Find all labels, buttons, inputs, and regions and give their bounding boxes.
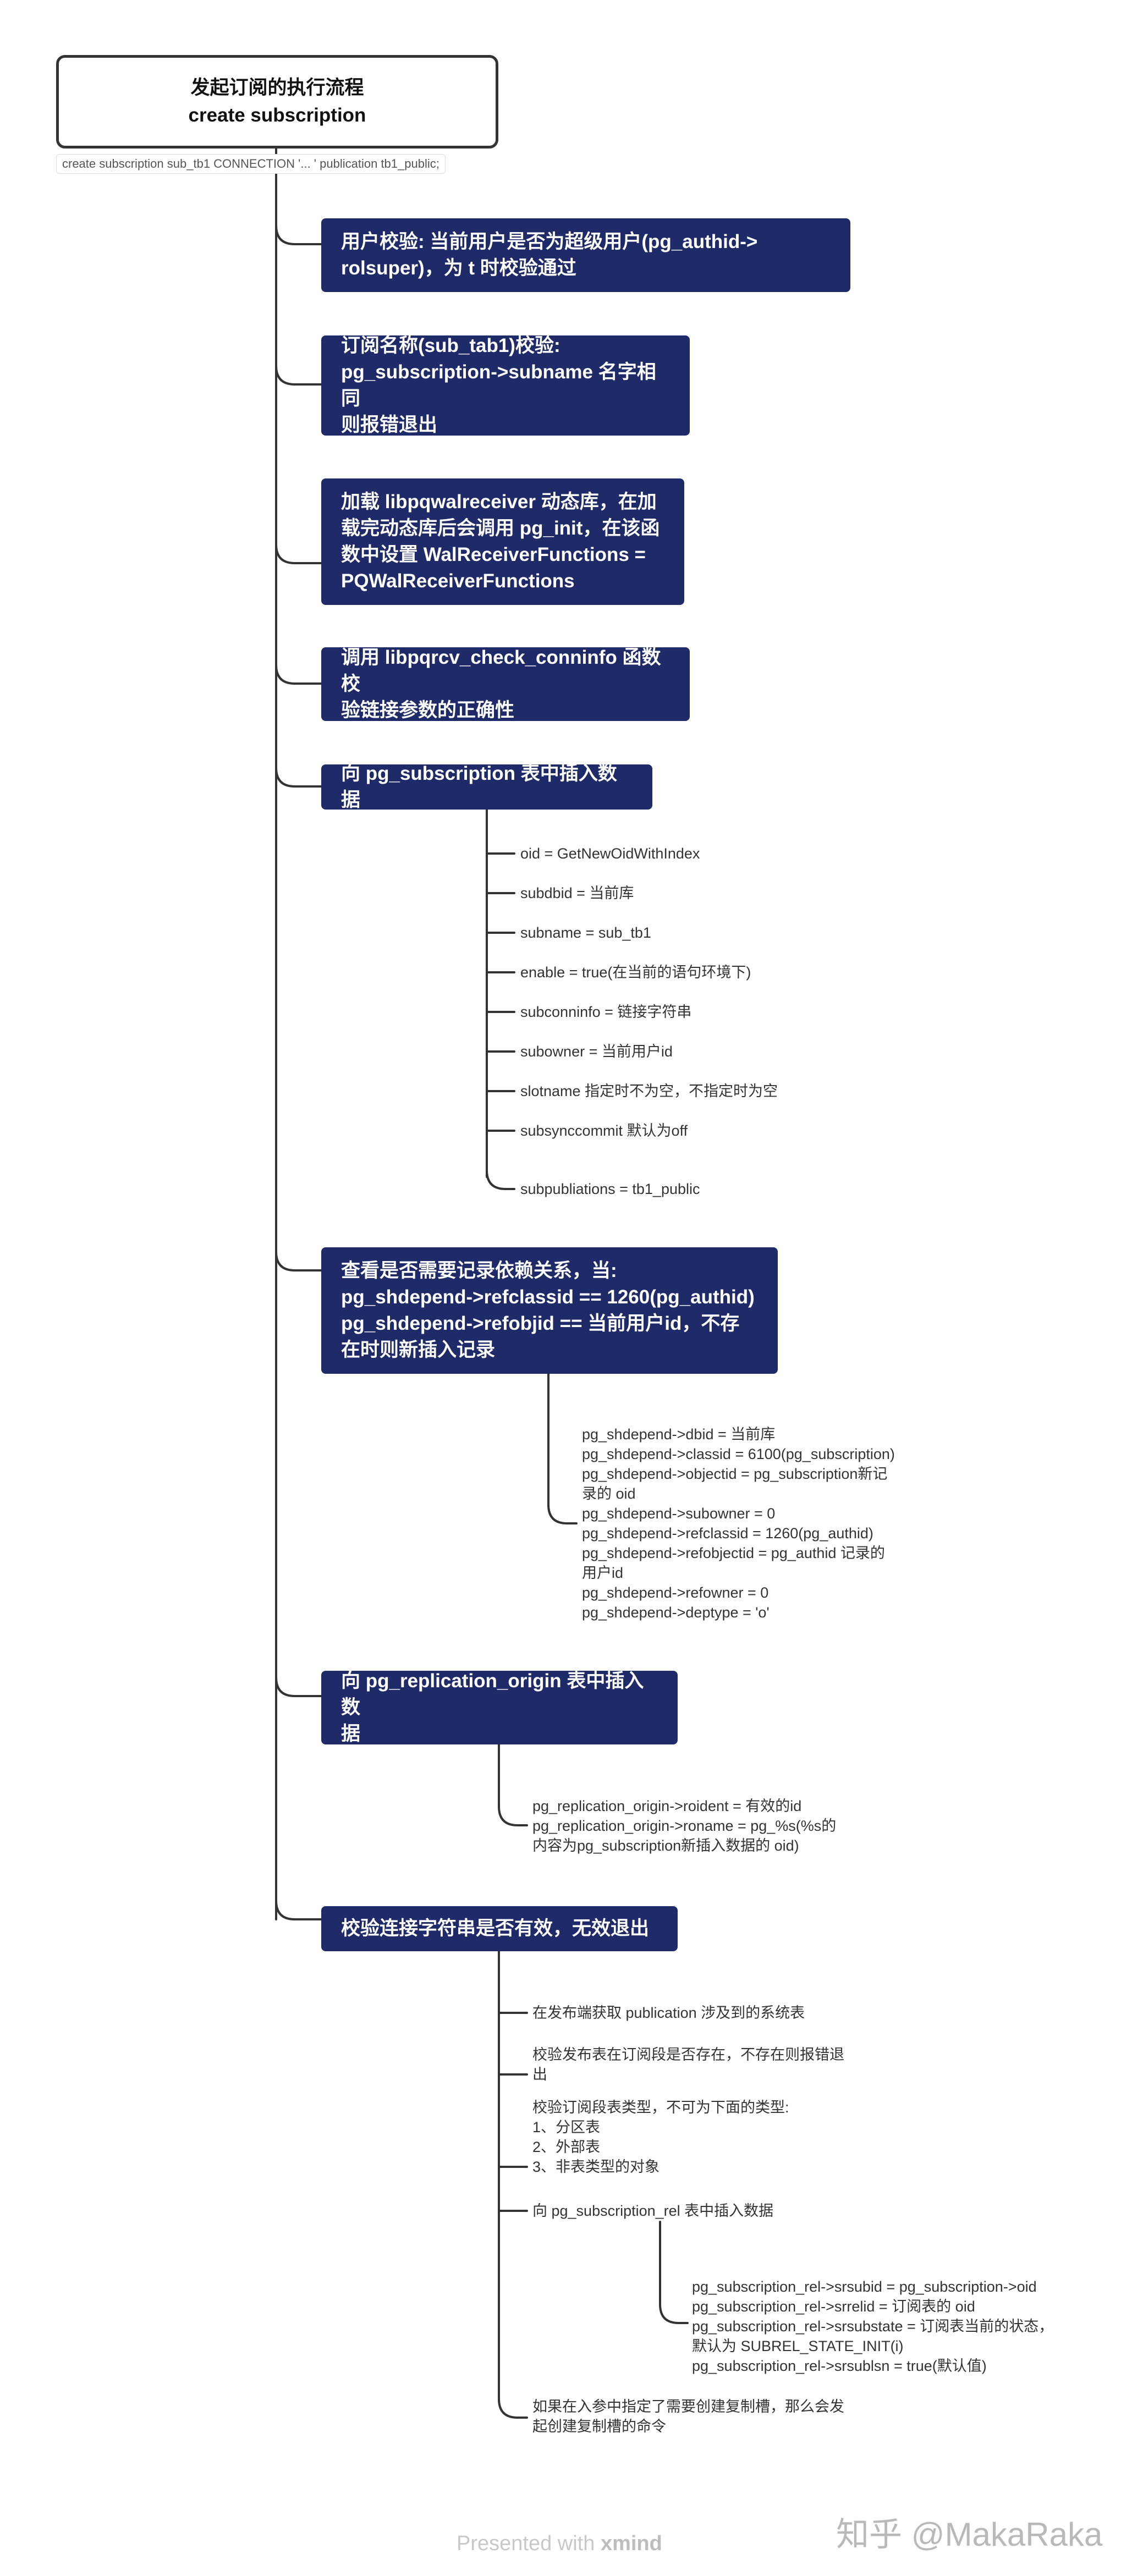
- rel-line: pg_subscription_rel->srsubid = pg_subscr…: [692, 2278, 1037, 2295]
- step-user-check[interactable]: 用户校验: 当前用户是否为超级用户(pg_authid-> rolsuper)，…: [321, 218, 850, 292]
- step-record-dependency[interactable]: 查看是否需要记录依赖关系，当: pg_shdepend->refclassid …: [321, 1247, 778, 1374]
- root-note: create subscription sub_tb1 CONNECTION '…: [56, 154, 446, 174]
- shdepend-line: pg_shdepend->objectid = pg_subscription新…: [582, 1466, 888, 1482]
- shdepend-line: 录的 oid: [582, 1485, 636, 1502]
- rel-line: pg_subscription_rel->srrelid = 订阅表的 oid: [692, 2298, 975, 2315]
- field-subname: subname = sub_tb1: [520, 924, 651, 941]
- conn-child-check-table-type: 校验订阅段表类型，不可为下面的类型: 1、分区表 2、外部表 3、非表类型的对象: [532, 2098, 789, 2177]
- conn-child-line: 2、外部表: [532, 2139, 601, 2155]
- footer-prefix: Presented with: [457, 2532, 595, 2555]
- root-title-line1: 发起订阅的执行流程: [190, 77, 364, 98]
- origin-line: pg_replication_origin->roname = pg_%s(%s…: [532, 1818, 837, 1834]
- shdepend-line: pg_shdepend->refobjectid = pg_authid 记录的: [582, 1545, 885, 1561]
- step-check-conninfo[interactable]: 调用 libpqrcv_check_conninfo 函数校 验链接参数的正确性: [321, 647, 690, 721]
- step-subname-check[interactable]: 订阅名称(sub_tab1)校验: pg_subscription->subna…: [321, 335, 690, 436]
- step-line: pg_shdepend->refclassid == 1260(pg_authi…: [341, 1286, 755, 1308]
- step-load-libpqwalreceiver[interactable]: 加载 libpqwalreceiver 动态库，在加 载完动态库后会调用 pg_…: [321, 478, 684, 605]
- step-line: rolsuper)，为 t 时校验通过: [341, 257, 576, 279]
- step-validate-connection[interactable]: 校验连接字符串是否有效，无效退出: [321, 1906, 678, 1951]
- conn-child-get-publication-tables: 在发布端获取 publication 涉及到的系统表: [532, 2003, 805, 2023]
- step-insert-replication-origin[interactable]: 向 pg_replication_origin 表中插入数 据: [321, 1670, 678, 1744]
- field-enable: enable = true(在当前的语句环境下): [520, 964, 751, 981]
- step-line: 载完动态库后会调用 pg_init，在该函: [341, 518, 660, 539]
- step-line: 加载 libpqwalreceiver 动态库，在加: [341, 491, 657, 513]
- shdepend-fields: pg_shdepend->dbid = 当前库 pg_shdepend->cla…: [582, 1424, 895, 1622]
- step-insert-pg-subscription[interactable]: 向 pg_subscription 表中插入数据: [321, 763, 652, 811]
- step-line: 向 pg_subscription 表中插入数据: [341, 763, 617, 811]
- step-line: 调用 libpqrcv_check_conninfo 函数校: [341, 647, 661, 695]
- shdepend-line: pg_shdepend->refclassid = 1260(pg_authid…: [582, 1525, 873, 1542]
- conn-child-line: 3、非表类型的对象: [532, 2159, 660, 2175]
- conn-child-line: 如果在入参中指定了需要创建复制槽，那么会发: [532, 2398, 844, 2415]
- rel-fields: pg_subscription_rel->srsubid = pg_subscr…: [692, 2277, 1053, 2376]
- conn-child-line: 1、分区表: [532, 2119, 601, 2135]
- footer-brand: xmind: [600, 2532, 662, 2555]
- conn-child-line: 起创建复制槽的命令: [532, 2418, 666, 2435]
- conn-child-line: 向 pg_subscription_rel 表中插入数据: [532, 2203, 774, 2219]
- conn-child-insert-subscription-rel: 向 pg_subscription_rel 表中插入数据: [532, 2201, 773, 2221]
- origin-line: 内容为pg_subscription新插入数据的 oid): [532, 1837, 799, 1854]
- shdepend-line: pg_shdepend->dbid = 当前库: [582, 1426, 776, 1443]
- shdepend-line: pg_shdepend->classid = 6100(pg_subscript…: [582, 1446, 895, 1462]
- step-line: 在时则新插入记录: [341, 1339, 496, 1361]
- shdepend-line: 用户id: [582, 1565, 624, 1581]
- conn-child-line: 校验发布表在订阅段是否存在，不存在则报错退: [532, 2046, 844, 2063]
- field-slotname: slotname 指定时不为空，不指定时为空: [520, 1083, 778, 1099]
- step-line: 校验连接字符串是否有效，无效退出: [341, 1918, 650, 1939]
- step-line: 据: [341, 1723, 361, 1744]
- step-line: 则报错退出: [341, 414, 438, 436]
- step-line: 验链接参数的正确性: [341, 700, 515, 721]
- root-topic[interactable]: 发起订阅的执行流程 create subscription: [56, 55, 498, 148]
- conn-child-line: 校验订阅段表类型，不可为下面的类型:: [532, 2099, 789, 2116]
- field-subowner: subowner = 当前用户id: [520, 1043, 673, 1060]
- xmind-footer: Presented with xmind: [457, 2532, 662, 2556]
- step-line: 向 pg_replication_origin 表中插入数: [341, 1670, 644, 1718]
- step-line: 数中设置 WalReceiverFunctions =: [341, 544, 646, 565]
- root-title-line2: create subscription: [188, 104, 366, 126]
- step-line: PQWalReceiverFunctions: [341, 570, 575, 592]
- zhihu-watermark: 知乎 @MakaRaka: [836, 2516, 1103, 2553]
- field-subconninfo: subconninfo = 链接字符串: [520, 1004, 692, 1020]
- field-oid: oid = GetNewOidWithIndex: [520, 845, 700, 862]
- origin-line: pg_replication_origin->roident = 有效的id: [532, 1798, 802, 1814]
- step-line: pg_subscription->subname 名字相同: [341, 361, 656, 409]
- origin-fields: pg_replication_origin->roident = 有效的id p…: [532, 1796, 836, 1856]
- step-line: pg_shdepend->refobjid == 当前用户id，不存: [341, 1313, 740, 1334]
- shdepend-line: pg_shdepend->subowner = 0: [582, 1505, 776, 1522]
- field-subsynccommit: subsynccommit 默认为off: [520, 1122, 688, 1139]
- shdepend-line: pg_shdepend->refowner = 0: [582, 1584, 769, 1601]
- conn-child-line: 在发布端获取 publication 涉及到的系统表: [532, 2005, 805, 2021]
- rel-line: 默认为 SUBREL_STATE_INIT(i): [692, 2338, 904, 2354]
- rel-line: pg_subscription_rel->srsublsn = true(默认值…: [692, 2358, 987, 2374]
- step-line: 用户校验: 当前用户是否为超级用户(pg_authid->: [341, 231, 758, 252]
- step-line: 查看是否需要记录依赖关系，当:: [341, 1260, 617, 1281]
- step-line: 订阅名称(sub_tab1)校验:: [341, 335, 560, 356]
- field-subpubliations: subpubliations = tb1_public: [520, 1181, 700, 1197]
- shdepend-line: pg_shdepend->deptype = 'o': [582, 1604, 770, 1621]
- field-subdbid: subdbid = 当前库: [520, 885, 634, 901]
- rel-line: pg_subscription_rel->srsubstate = 订阅表当前的…: [692, 2318, 1054, 2335]
- conn-child-check-table-exists: 校验发布表在订阅段是否存在，不存在则报错退 出: [532, 2045, 844, 2084]
- conn-child-line: 出: [532, 2066, 547, 2083]
- conn-child-create-slot: 如果在入参中指定了需要创建复制槽，那么会发 起创建复制槽的命令: [532, 2397, 844, 2436]
